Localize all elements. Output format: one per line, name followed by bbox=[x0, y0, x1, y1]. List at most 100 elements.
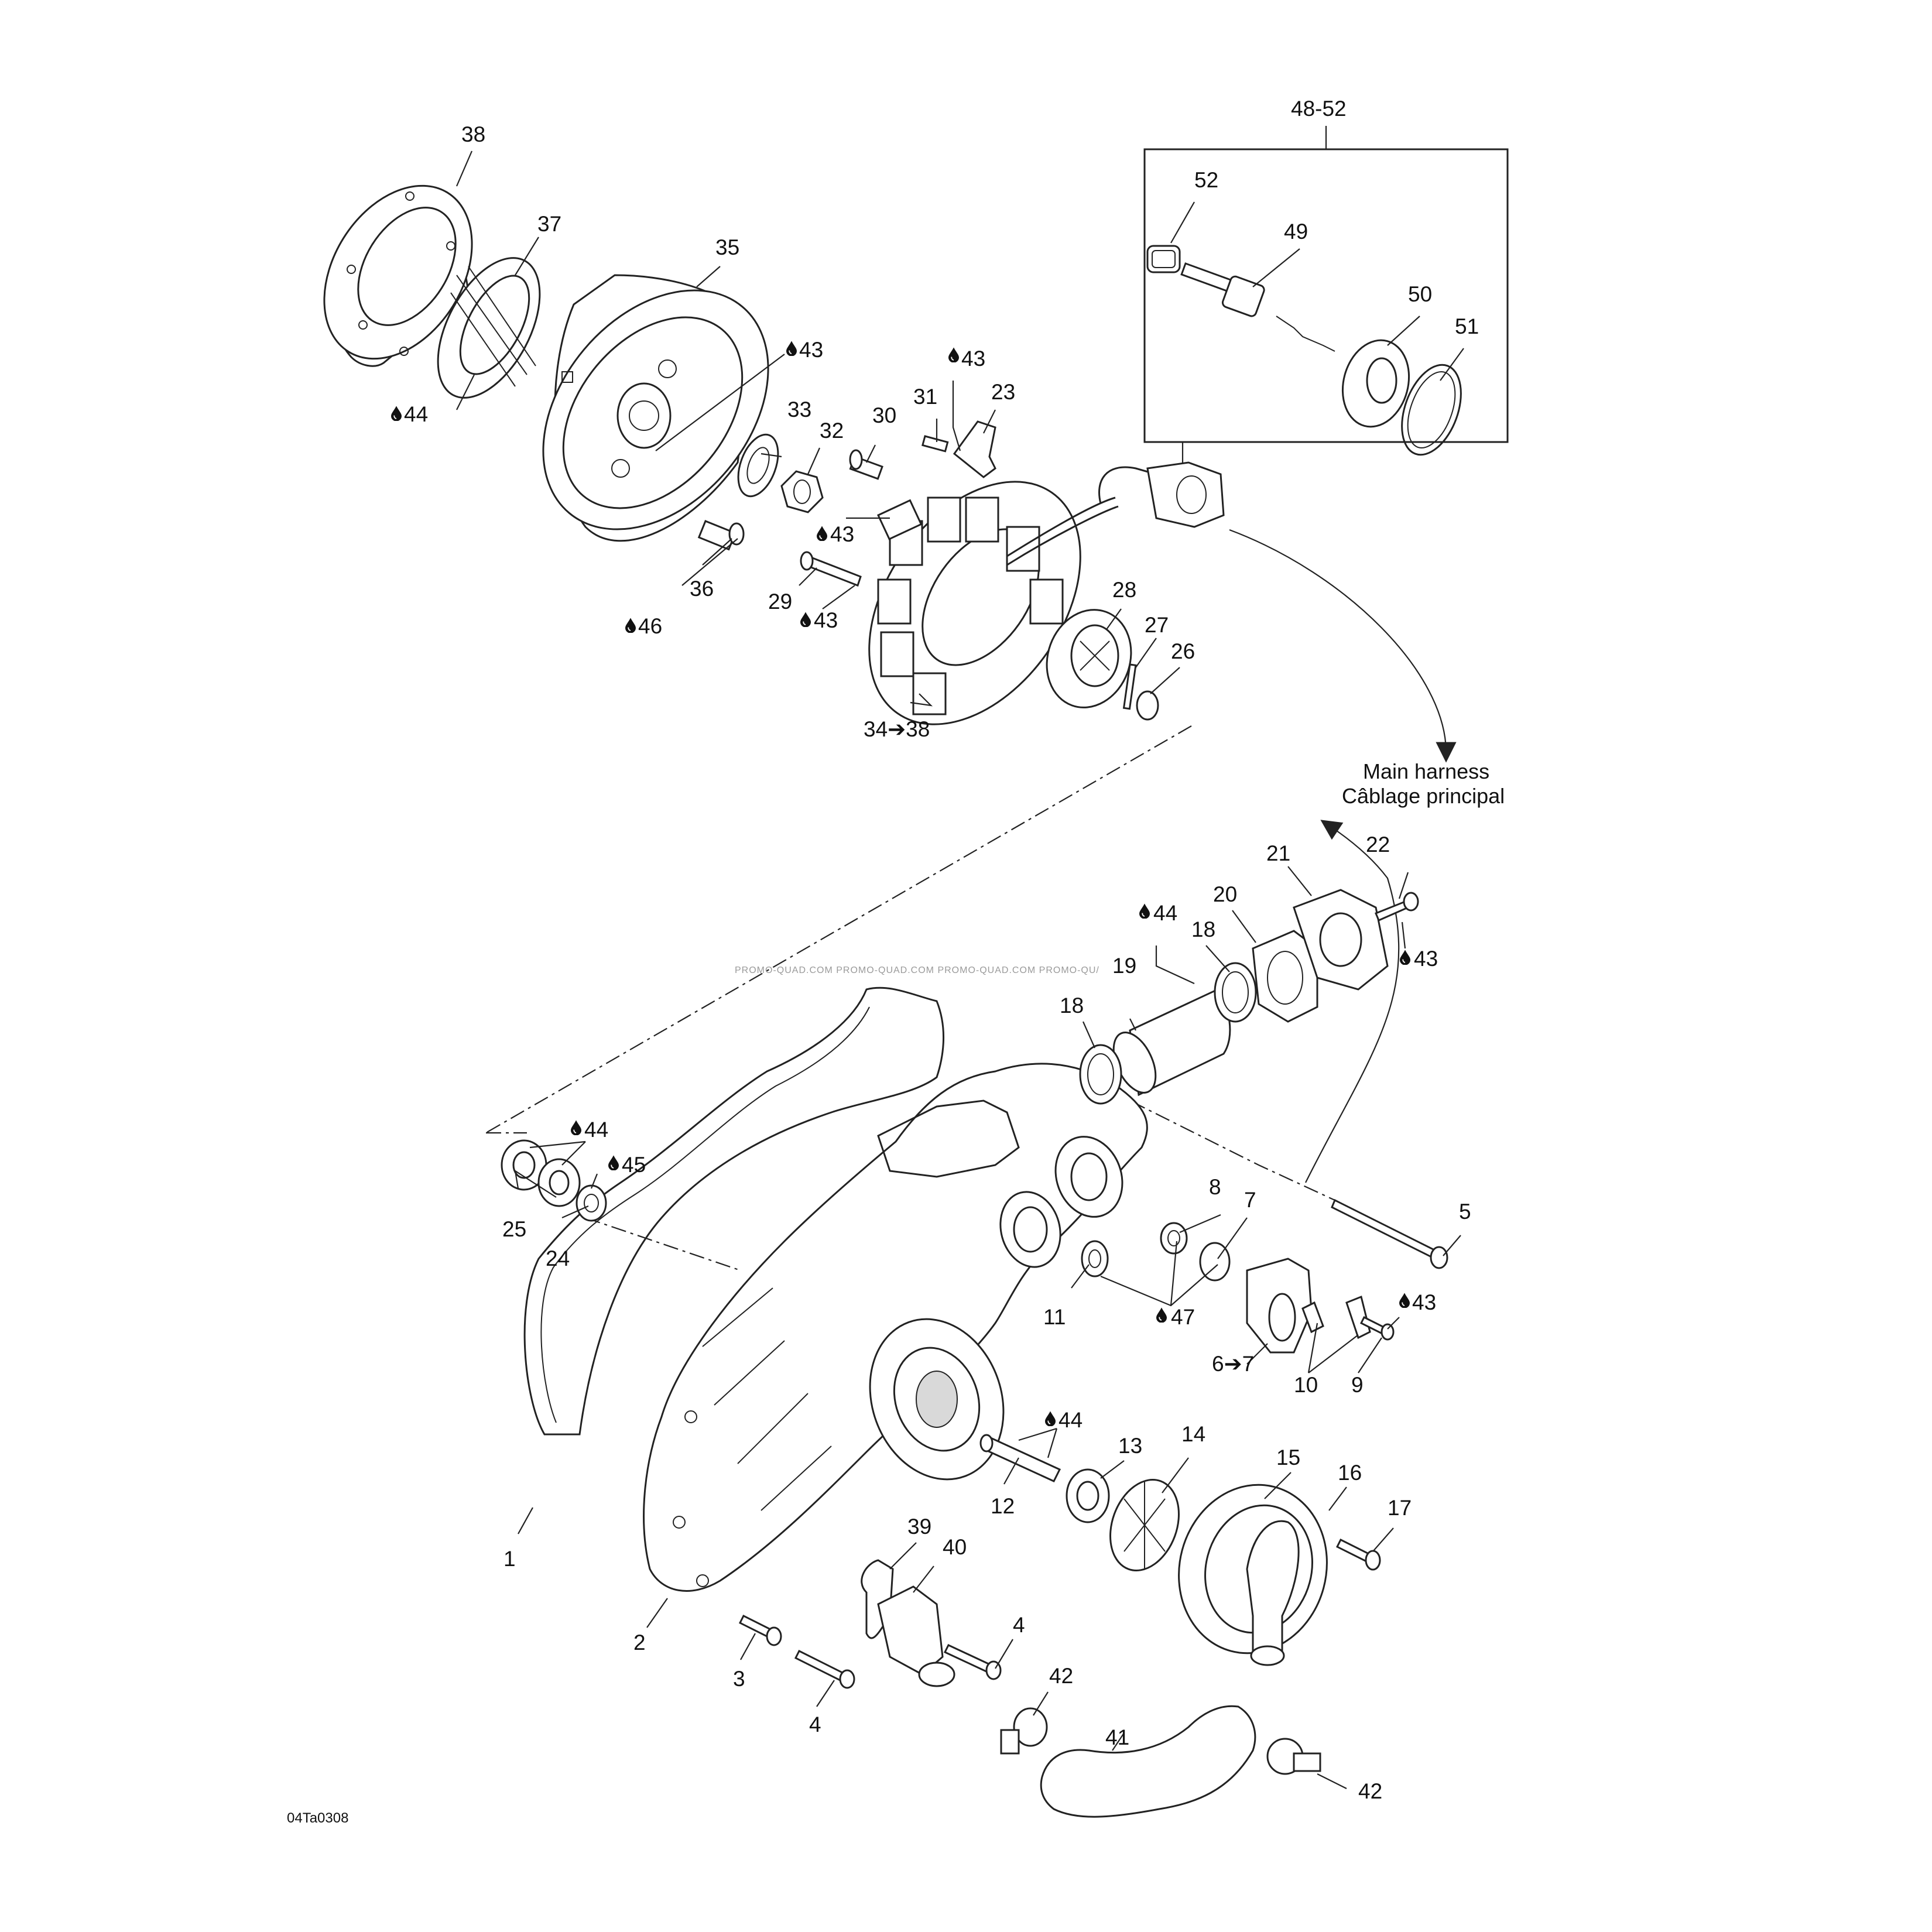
sprag-clutch-37 bbox=[437, 257, 541, 399]
callout-15: 15 bbox=[1276, 1445, 1300, 1469]
callout-29: 29 bbox=[768, 590, 792, 614]
harness-connector bbox=[1098, 461, 1225, 528]
callout-12: 12 bbox=[991, 1494, 1015, 1518]
callout-23: 23 bbox=[991, 380, 1015, 404]
main-harness-label-en: Main harness bbox=[1363, 759, 1489, 783]
seal-24 bbox=[576, 1184, 607, 1222]
callout-18a: 18 bbox=[1191, 917, 1215, 941]
callout-17: 17 bbox=[1388, 1496, 1412, 1520]
inset-48-52 bbox=[1143, 126, 1509, 463]
callout-44a: 44 bbox=[404, 402, 428, 426]
callout-3: 3 bbox=[733, 1667, 745, 1691]
callout-43d: 43 bbox=[814, 608, 838, 632]
gasket-1 bbox=[523, 986, 945, 1436]
callout-40: 40 bbox=[943, 1535, 967, 1559]
oring-7 bbox=[1199, 1242, 1231, 1282]
callout-11: 11 bbox=[1043, 1305, 1066, 1329]
callout-45: 45 bbox=[622, 1153, 646, 1177]
callout-46: 46 bbox=[638, 614, 662, 638]
callout-25: 25 bbox=[502, 1217, 526, 1241]
callout-22: 22 bbox=[1366, 833, 1390, 857]
callout-42b: 42 bbox=[1358, 1779, 1382, 1803]
callout-49: 49 bbox=[1284, 220, 1308, 244]
bearings-25 bbox=[501, 1139, 581, 1207]
sleeve-19 bbox=[1112, 988, 1231, 1097]
callout-18b: 18 bbox=[1060, 994, 1084, 1018]
thermostat-6 bbox=[1246, 1258, 1313, 1354]
callout-9: 9 bbox=[1351, 1373, 1364, 1397]
callout-6-7: 6➔7 bbox=[1212, 1352, 1254, 1376]
callout-43e: 43 bbox=[1414, 947, 1438, 971]
callout-42a: 42 bbox=[1049, 1664, 1073, 1688]
leader-lines bbox=[455, 150, 1464, 1789]
gear-28 bbox=[1046, 609, 1132, 708]
cover-21 bbox=[1293, 889, 1389, 991]
callout-5: 5 bbox=[1459, 1200, 1471, 1224]
callout-37: 37 bbox=[537, 212, 561, 236]
callout-48-52: 48-52 bbox=[1291, 97, 1347, 121]
nut-32 bbox=[780, 470, 824, 513]
callout-8: 8 bbox=[1209, 1175, 1221, 1199]
shaft-12 bbox=[979, 1434, 1061, 1482]
callout-47: 47 bbox=[1171, 1305, 1195, 1329]
cover-plate-38 bbox=[323, 184, 473, 367]
callout-51: 51 bbox=[1455, 314, 1479, 338]
bolt-30 bbox=[849, 449, 883, 480]
washer-26 bbox=[1136, 690, 1159, 721]
callout-2: 2 bbox=[633, 1630, 646, 1654]
bolt-29 bbox=[800, 551, 862, 587]
cover-2 bbox=[643, 1063, 1148, 1592]
callout-24: 24 bbox=[546, 1246, 570, 1270]
callout-38: 38 bbox=[461, 122, 485, 146]
clamp-42a bbox=[1000, 1707, 1048, 1755]
callout-30: 30 bbox=[872, 403, 896, 427]
washer-33 bbox=[737, 433, 779, 498]
long-bolt-5 bbox=[1331, 1198, 1448, 1269]
callout-16: 16 bbox=[1338, 1461, 1362, 1485]
clamp-42b bbox=[1266, 1738, 1321, 1775]
ring-18a bbox=[1079, 1044, 1122, 1105]
callout-44b: 44 bbox=[1153, 901, 1177, 925]
screw-36 bbox=[697, 520, 745, 551]
callout-19: 19 bbox=[1112, 954, 1136, 978]
callout-41: 41 bbox=[1105, 1725, 1129, 1749]
bolt-4a bbox=[794, 1649, 855, 1689]
hose-41 bbox=[1040, 1705, 1256, 1818]
callout-26: 26 bbox=[1171, 639, 1195, 663]
callout-39: 39 bbox=[907, 1515, 931, 1539]
seal-11 bbox=[1081, 1240, 1109, 1277]
pump-cover-15 bbox=[1178, 1484, 1328, 1666]
pin-27 bbox=[1122, 663, 1137, 710]
rotor-35 bbox=[542, 274, 769, 542]
callout-27: 27 bbox=[1145, 613, 1169, 637]
callout-4b: 4 bbox=[809, 1712, 821, 1736]
callout-21: 21 bbox=[1266, 841, 1290, 865]
seal-13 bbox=[1066, 1468, 1110, 1523]
callout-43b: 43 bbox=[961, 347, 985, 371]
impeller-14 bbox=[1109, 1479, 1180, 1571]
bolt-22 bbox=[1375, 892, 1419, 922]
callout-33: 33 bbox=[787, 398, 811, 422]
callout-52: 52 bbox=[1194, 168, 1218, 192]
bolt-17 bbox=[1335, 1538, 1381, 1571]
callout-14: 14 bbox=[1181, 1422, 1205, 1446]
clip-10 bbox=[1301, 1295, 1371, 1340]
callout-20: 20 bbox=[1213, 882, 1237, 906]
washer-8 bbox=[1160, 1222, 1188, 1255]
bolt-3 bbox=[738, 1614, 782, 1646]
callout-43a: 43 bbox=[799, 338, 823, 362]
callout-32: 32 bbox=[820, 419, 844, 443]
callout-43f: 43 bbox=[1412, 1290, 1436, 1314]
gasket-20 bbox=[1252, 930, 1318, 1023]
main-harness-label-fr: Câblage principal bbox=[1342, 784, 1505, 808]
bolt-9 bbox=[1359, 1316, 1395, 1341]
callout-28: 28 bbox=[1112, 578, 1136, 602]
callout-1: 1 bbox=[503, 1547, 516, 1571]
callout-4a: 4 bbox=[1013, 1613, 1025, 1637]
callout-34-38: 34➔38 bbox=[864, 717, 930, 741]
figure-code: 04Ta0308 bbox=[287, 1810, 348, 1826]
stator-34 bbox=[868, 481, 1119, 725]
bolt-31 bbox=[922, 435, 949, 453]
callout-36: 36 bbox=[690, 577, 714, 601]
